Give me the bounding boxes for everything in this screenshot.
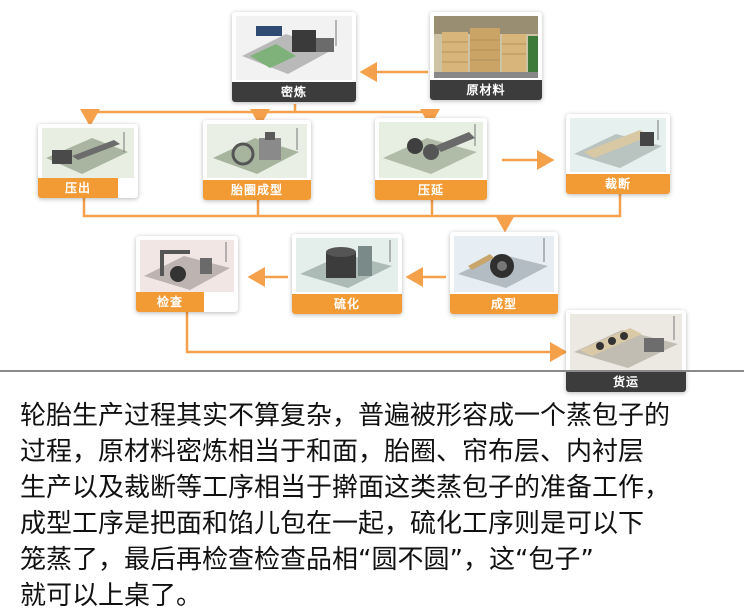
building-illustration <box>454 236 554 292</box>
process-diagram: 原材料 密炼 压出 <box>0 12 744 611</box>
step-label: 压延 <box>375 180 487 200</box>
step-cutting: 裁断 <box>566 114 670 194</box>
description-text: 轮胎生产过程其实不算复杂，普遍被形容成一个蒸包子的 过程，原材料密炼相当于和面，… <box>20 401 671 611</box>
arrow-collector <box>82 194 622 218</box>
shipping-illustration <box>570 314 682 370</box>
step-label: 原材料 <box>430 80 542 100</box>
arrow-mixing-to-extrusion <box>80 104 297 127</box>
mixer-illustration <box>236 16 352 80</box>
flow-arrows <box>80 62 622 362</box>
step-shipping: 货运 <box>566 310 686 392</box>
step-label: 货运 <box>566 372 686 392</box>
step-building: 成型 <box>450 232 558 314</box>
step-label: 密炼 <box>232 82 356 102</box>
step-label: 胎圈成型 <box>203 180 311 200</box>
step-extrusion: 压出 <box>38 124 138 198</box>
step-label: 裁断 <box>566 174 670 194</box>
section-divider <box>0 370 744 372</box>
step-label: 压出 <box>38 178 118 198</box>
step-label: 成型 <box>450 294 558 314</box>
calender-illustration <box>379 122 483 178</box>
step-curing: 硫化 <box>292 234 402 314</box>
step-label: 硫化 <box>292 294 402 314</box>
step-calendering: 压延 <box>375 118 487 200</box>
step-bead-forming: 胎圈成型 <box>203 120 311 200</box>
step-label: 检查 <box>136 292 204 312</box>
extruder-illustration <box>42 128 134 178</box>
step-raw-materials: 原材料 <box>430 12 542 100</box>
bead-illustration <box>207 124 307 178</box>
curing-illustration <box>296 238 398 292</box>
inspection-illustration <box>140 240 234 292</box>
arrow-inspection-to-shipping <box>185 312 568 362</box>
warehouse-illustration <box>434 16 538 78</box>
cutter-illustration <box>570 118 666 172</box>
step-mixing: 密炼 <box>232 12 356 102</box>
step-inspection: 检查 <box>136 236 238 312</box>
